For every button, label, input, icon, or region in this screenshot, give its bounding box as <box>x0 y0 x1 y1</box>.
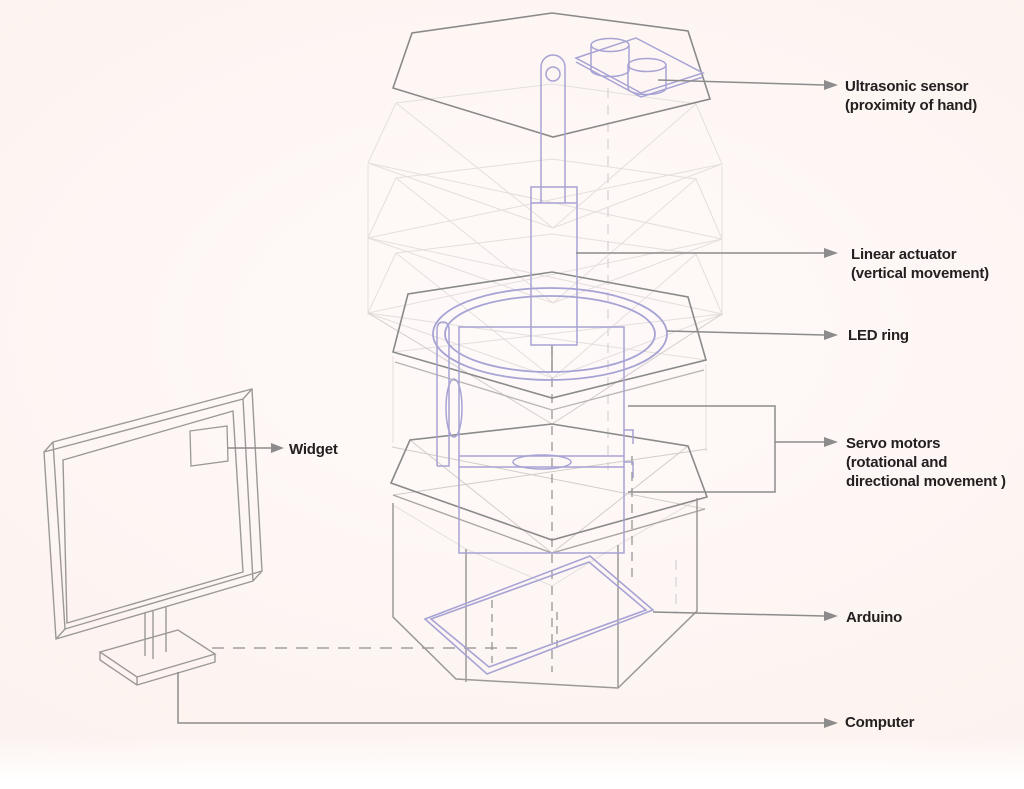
dashed-lines <box>212 88 677 672</box>
label-line: (proximity of hand) <box>845 97 978 114</box>
sensor-cylinder-2 <box>627 57 667 96</box>
ultrasonic-sensor-drawing <box>574 37 705 98</box>
leader-arduino <box>652 611 838 621</box>
leader-servo-motors <box>628 405 838 493</box>
base-enclosure <box>392 498 698 689</box>
servo-motor-left <box>436 321 463 467</box>
arrowhead-icon <box>824 611 838 621</box>
label-line: directional movement ) <box>846 473 1006 490</box>
label-line: (vertical movement) <box>851 265 989 282</box>
monitor-bezel <box>62 410 244 624</box>
label-line: LED ring <box>848 327 909 344</box>
leader-lines <box>177 79 838 728</box>
led-ring-outer <box>432 287 668 381</box>
label-line: Arduino <box>846 609 903 626</box>
monitor-stand-base <box>98 629 217 686</box>
arrowhead-icon <box>824 248 838 258</box>
led-ring-inner <box>444 295 656 373</box>
label-line: Computer <box>845 714 915 731</box>
label-arduino: Arduino <box>846 608 902 627</box>
leader-computer <box>177 672 838 728</box>
label-servo-motors: Servo motors (rotational and directional… <box>846 434 1006 491</box>
widget-rectangle <box>189 425 229 467</box>
led-plate-hexagon <box>392 271 707 399</box>
servo-plate-hexagon <box>389 423 709 541</box>
top-plate-hexagon <box>391 12 712 138</box>
label-widget: Widget <box>289 440 338 459</box>
ghost-layers <box>367 83 723 587</box>
computer-monitor-drawing <box>43 388 263 686</box>
arrowhead-icon <box>271 443 284 453</box>
leader-widget <box>228 443 284 453</box>
sensor-board <box>574 37 705 94</box>
label-ultrasonic-sensor: Ultrasonic sensor (proximity of hand) <box>845 77 977 115</box>
leader-ultrasonic <box>657 79 838 90</box>
device-structure <box>389 12 712 554</box>
device-components <box>423 37 705 675</box>
monitor-back <box>52 388 263 630</box>
label-line: Widget <box>289 441 338 458</box>
arduino-board <box>423 555 655 675</box>
actuator-rod-drawing <box>540 54 566 187</box>
leader-led-ring <box>666 330 838 340</box>
sensor-cylinder-1 <box>590 37 630 78</box>
label-line: Ultrasonic sensor <box>845 78 969 95</box>
arrowhead-icon <box>824 330 838 340</box>
servo-frame <box>458 326 634 554</box>
label-line: Linear actuator <box>851 246 957 263</box>
linear-actuator-body <box>530 186 578 346</box>
label-led-ring: LED ring <box>848 326 909 345</box>
arrowhead-icon <box>824 718 838 728</box>
label-line: (rotational and <box>846 454 948 471</box>
arrowhead-icon <box>824 437 838 447</box>
servo-bracket <box>628 405 776 493</box>
monitor-stand-neck <box>144 606 167 659</box>
leader-linear-actuator <box>576 248 838 258</box>
arrowhead-icon <box>824 80 838 90</box>
led-ring-drawing <box>432 287 668 381</box>
label-line: Servo motors <box>846 435 941 452</box>
label-computer: Computer <box>845 713 914 732</box>
label-linear-actuator: Linear actuator (vertical movement) <box>851 245 989 283</box>
